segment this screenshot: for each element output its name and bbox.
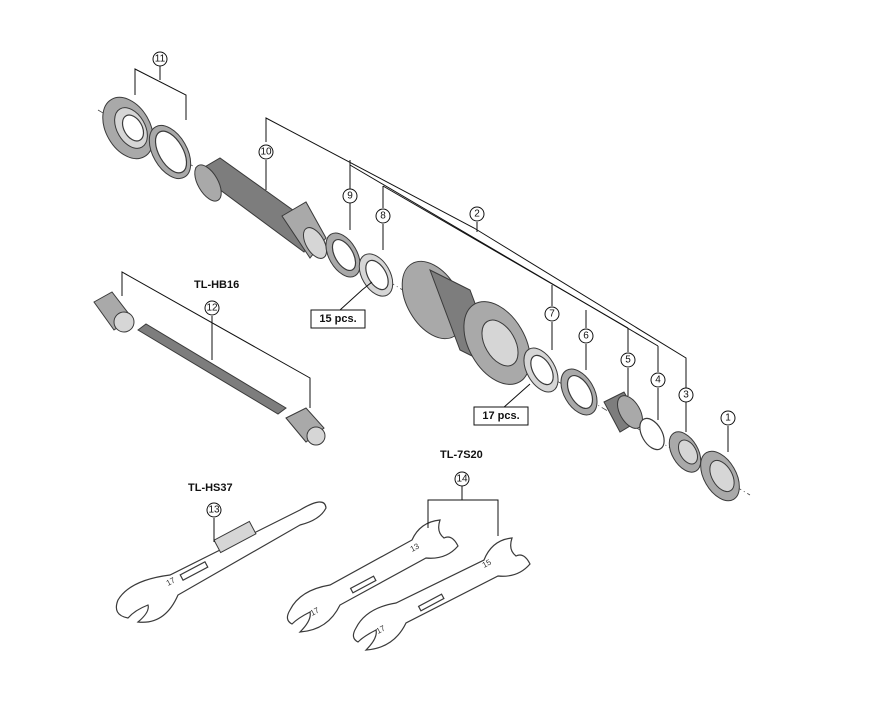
qty-box-17pcs: 17 pcs. [473, 406, 529, 426]
part-2-hub-body [401, 260, 531, 385]
callout-13: 13 [206, 502, 222, 518]
callout-3: 3 [678, 387, 694, 403]
qty-box-15pcs: 15 pcs. [310, 309, 366, 329]
svg-text:12: 12 [206, 303, 218, 314]
part-14-tl-7s20-wrench-b [352, 537, 531, 651]
part-13-tl-hs37-wrench [115, 501, 327, 623]
callout-8: 8 [375, 208, 391, 224]
leader-12 [121, 271, 311, 408]
callout-5: 5 [620, 352, 636, 368]
leader-15pcs [339, 281, 373, 311]
svg-text:7: 7 [549, 309, 555, 320]
callout-10: 10 [258, 144, 274, 160]
svg-text:4: 4 [655, 375, 661, 386]
leader-14 [427, 499, 499, 536]
svg-text:13: 13 [208, 505, 220, 516]
callout-9: 9 [342, 188, 358, 204]
callout-6: 6 [578, 328, 594, 344]
part-4-seal-ring [639, 417, 665, 451]
svg-text:10: 10 [260, 147, 272, 158]
callout-11: 11 [152, 51, 168, 67]
part-9-washer [325, 232, 361, 278]
leader-11 [134, 68, 187, 120]
svg-text:3: 3 [683, 390, 689, 401]
tool-label-tl-hs37: TL-HS37 [188, 482, 233, 494]
part-11-locknut [102, 96, 154, 160]
tool-label-tl-hb16: TL-HB16 [194, 279, 239, 291]
part-10-hub-shaft [194, 157, 328, 259]
callout-1: 1 [720, 410, 736, 426]
svg-text:8: 8 [380, 211, 386, 222]
callout-4: 4 [650, 372, 666, 388]
leader-8-top [382, 185, 629, 329]
part-1-end-cap [700, 450, 740, 502]
part-5-cone [603, 391, 643, 433]
svg-text:6: 6 [583, 331, 589, 342]
callout-2: 2 [469, 206, 485, 222]
callout-7: 7 [544, 306, 560, 322]
part-6-washer [560, 368, 598, 416]
part-8-bearing-retainer [358, 253, 394, 297]
part-3-locknut [668, 431, 702, 473]
tool-label-tl-7s20: TL-7S20 [440, 449, 483, 461]
svg-text:17 pcs.: 17 pcs. [482, 410, 519, 422]
svg-text:5: 5 [625, 355, 631, 366]
leader-10 [265, 117, 687, 390]
callout-14: 14 [454, 471, 470, 487]
callout-12: 12 [204, 300, 220, 316]
svg-text:9: 9 [347, 191, 353, 202]
part-14-tl-7s20-wrench-a [286, 519, 459, 633]
svg-text:2: 2 [474, 209, 480, 220]
svg-text:14: 14 [456, 474, 468, 485]
part-12-tl-hb16-tool [93, 291, 326, 446]
svg-text:15 pcs.: 15 pcs. [319, 313, 356, 325]
svg-text:11: 11 [155, 54, 166, 65]
leader-17pcs [502, 383, 531, 409]
part-7-bearing-retainer [523, 347, 559, 393]
part-11-spacer-ring [148, 124, 192, 180]
svg-text:1: 1 [725, 413, 731, 424]
